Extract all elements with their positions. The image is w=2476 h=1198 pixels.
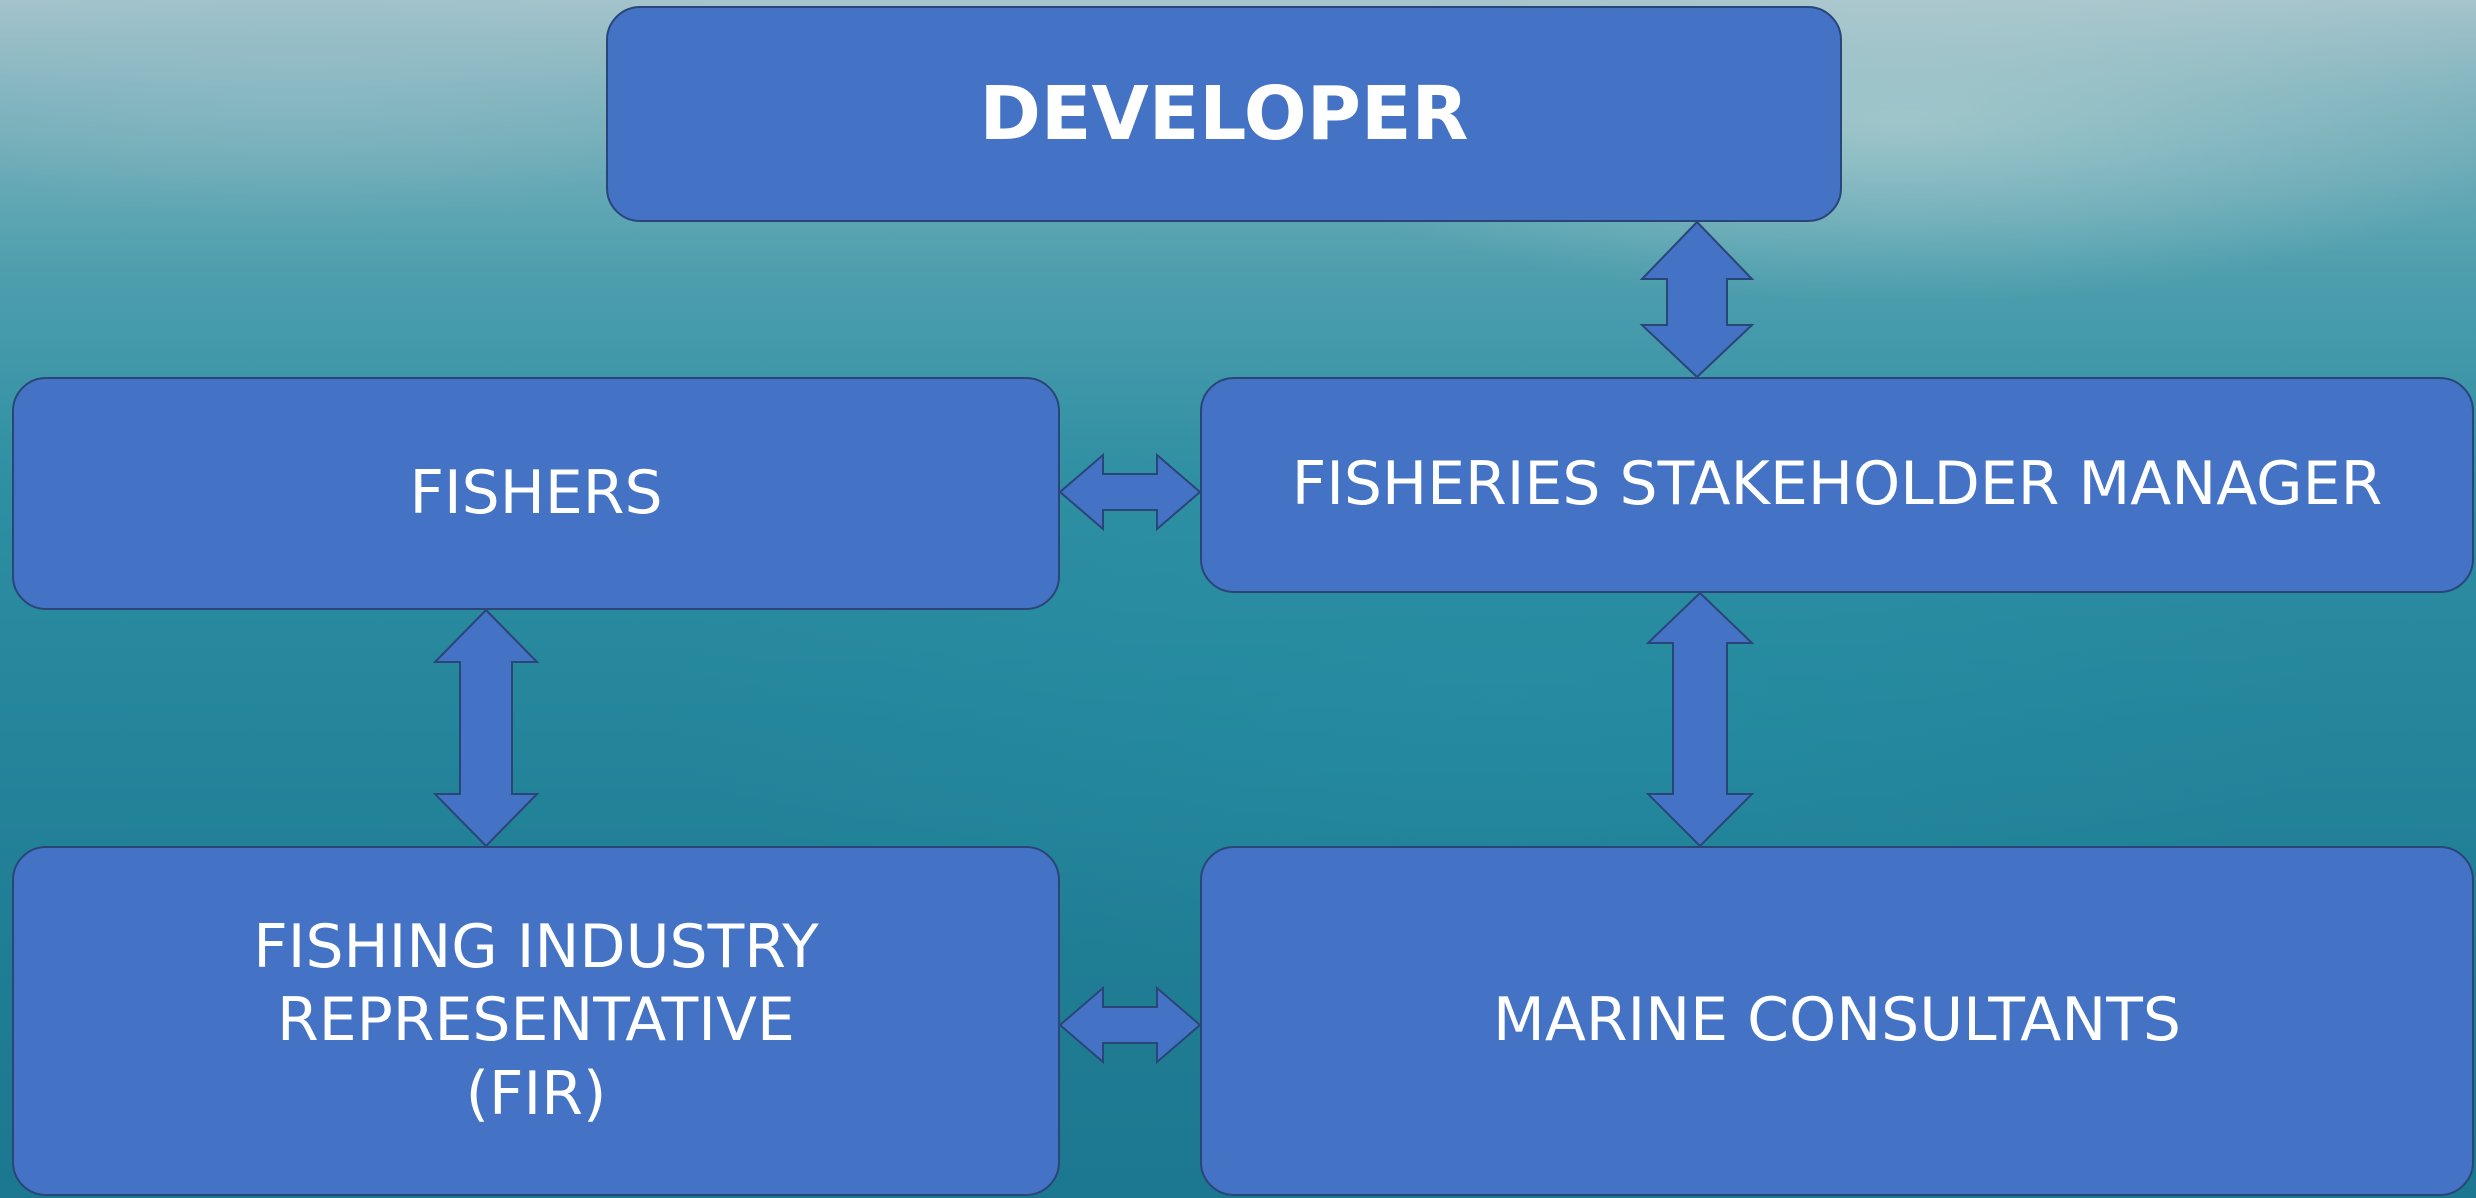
fishers-label: FISHERS — [409, 457, 663, 528]
fisheries-stakeholder-manager-box: FISHERIES STAKEHOLDER MANAGER — [1200, 377, 2474, 593]
developer-label: DEVELOPER — [979, 70, 1469, 157]
marine-consultants-box: MARINE CONSULTANTS — [1200, 846, 2474, 1196]
marine-consultants-label: MARINE CONSULTANTS — [1493, 985, 2181, 1056]
fisheries-stakeholder-manager-label: FISHERIES STAKEHOLDER MANAGER — [1291, 449, 2383, 520]
fishing-industry-representative-label: FISHING INDUSTRY REPRESENTATIVE (FIR) — [253, 912, 819, 1129]
developer-box: DEVELOPER — [606, 6, 1842, 222]
fishing-industry-representative-box: FISHING INDUSTRY REPRESENTATIVE (FIR) — [12, 846, 1060, 1196]
fishers-box: FISHERS — [12, 377, 1060, 610]
